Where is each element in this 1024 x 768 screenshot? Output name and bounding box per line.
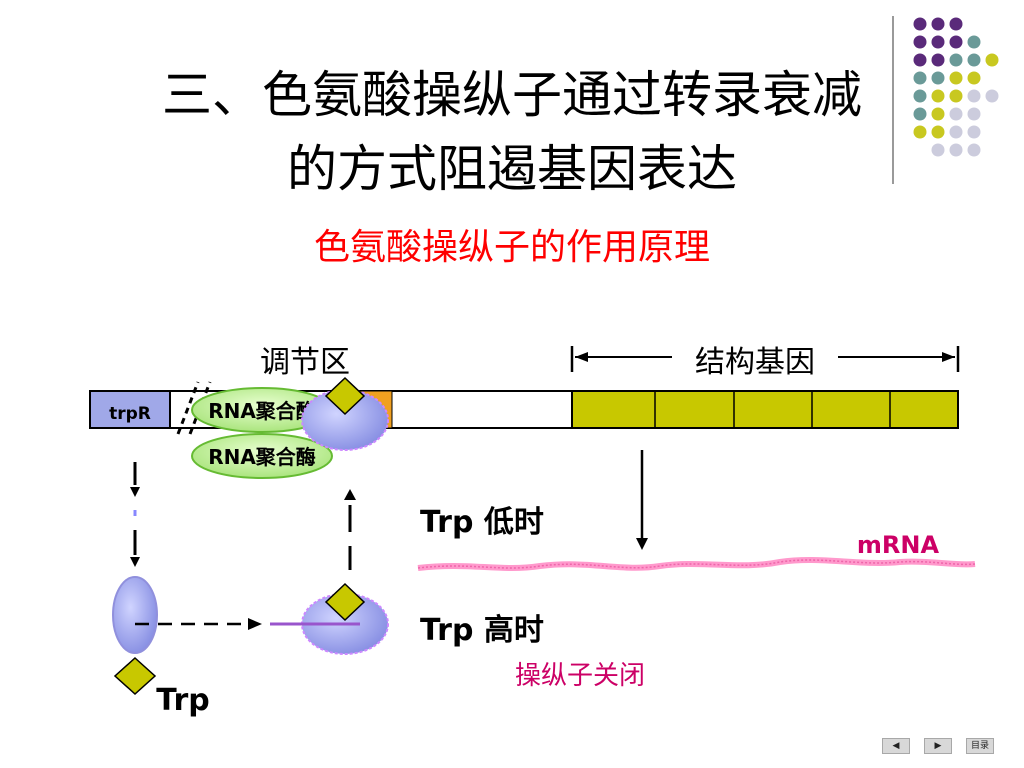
dot-row xyxy=(931,143,981,157)
transcription-arrow xyxy=(636,450,648,550)
mrna-label: mRNA xyxy=(857,531,940,559)
operator-closed-label: 操纵子关闭 xyxy=(515,661,645,691)
dot-row xyxy=(913,35,981,49)
trp-label: Trp xyxy=(156,683,209,718)
trpR-gene-box xyxy=(89,390,171,429)
slide-title-line-1: 三、色氨酸操纵子通过转录衰减 xyxy=(162,66,862,124)
rna-polymerase-lower-label: RNA聚合酶 xyxy=(208,445,316,469)
mrna-strand xyxy=(417,557,976,571)
slide-nav: ◀ ▶ 目录 xyxy=(882,738,994,754)
structural-gene-blocks xyxy=(571,390,959,429)
complex-binding-arrow xyxy=(344,489,356,570)
slide-title-line-2: 的方式阻遏基因表达 xyxy=(287,140,737,198)
trpR-expression-arrow xyxy=(130,462,140,567)
dot-row xyxy=(913,125,981,139)
dot-row xyxy=(913,71,999,103)
repressor-trp-complex xyxy=(270,582,389,655)
vertical-divider xyxy=(892,16,894,184)
next-arrow-icon[interactable]: ▶ xyxy=(924,738,952,754)
rna-polymerase-lower xyxy=(191,433,333,479)
trp-binding-arrow xyxy=(135,618,262,630)
repressor-trp-complex-bound xyxy=(301,376,389,451)
structural-genes-span-bracket xyxy=(570,346,960,372)
regulatory-region-label: 调节区 xyxy=(260,345,350,380)
trp-low-label: Trp 低时 xyxy=(420,505,544,540)
dot-row xyxy=(913,89,981,103)
structural-genes-label: 结构基因 xyxy=(695,345,815,380)
dot-row xyxy=(913,107,981,121)
prev-arrow-icon[interactable]: ◀ xyxy=(882,738,910,754)
decorative-dot-grid xyxy=(913,17,999,157)
dot-row xyxy=(913,17,963,31)
rna-polymerase-upper-label: RNA聚合酶 xyxy=(208,399,316,423)
dot-row xyxy=(913,53,999,67)
repressor-protein xyxy=(112,576,158,654)
trpR-label: trpR xyxy=(109,404,151,424)
slide-subtitle: 色氨酸操纵子的作用原理 xyxy=(313,227,710,268)
trp-high-label: Trp 高时 xyxy=(420,613,544,648)
home-button[interactable]: 目录 xyxy=(966,738,994,754)
trp-molecule xyxy=(113,656,157,696)
